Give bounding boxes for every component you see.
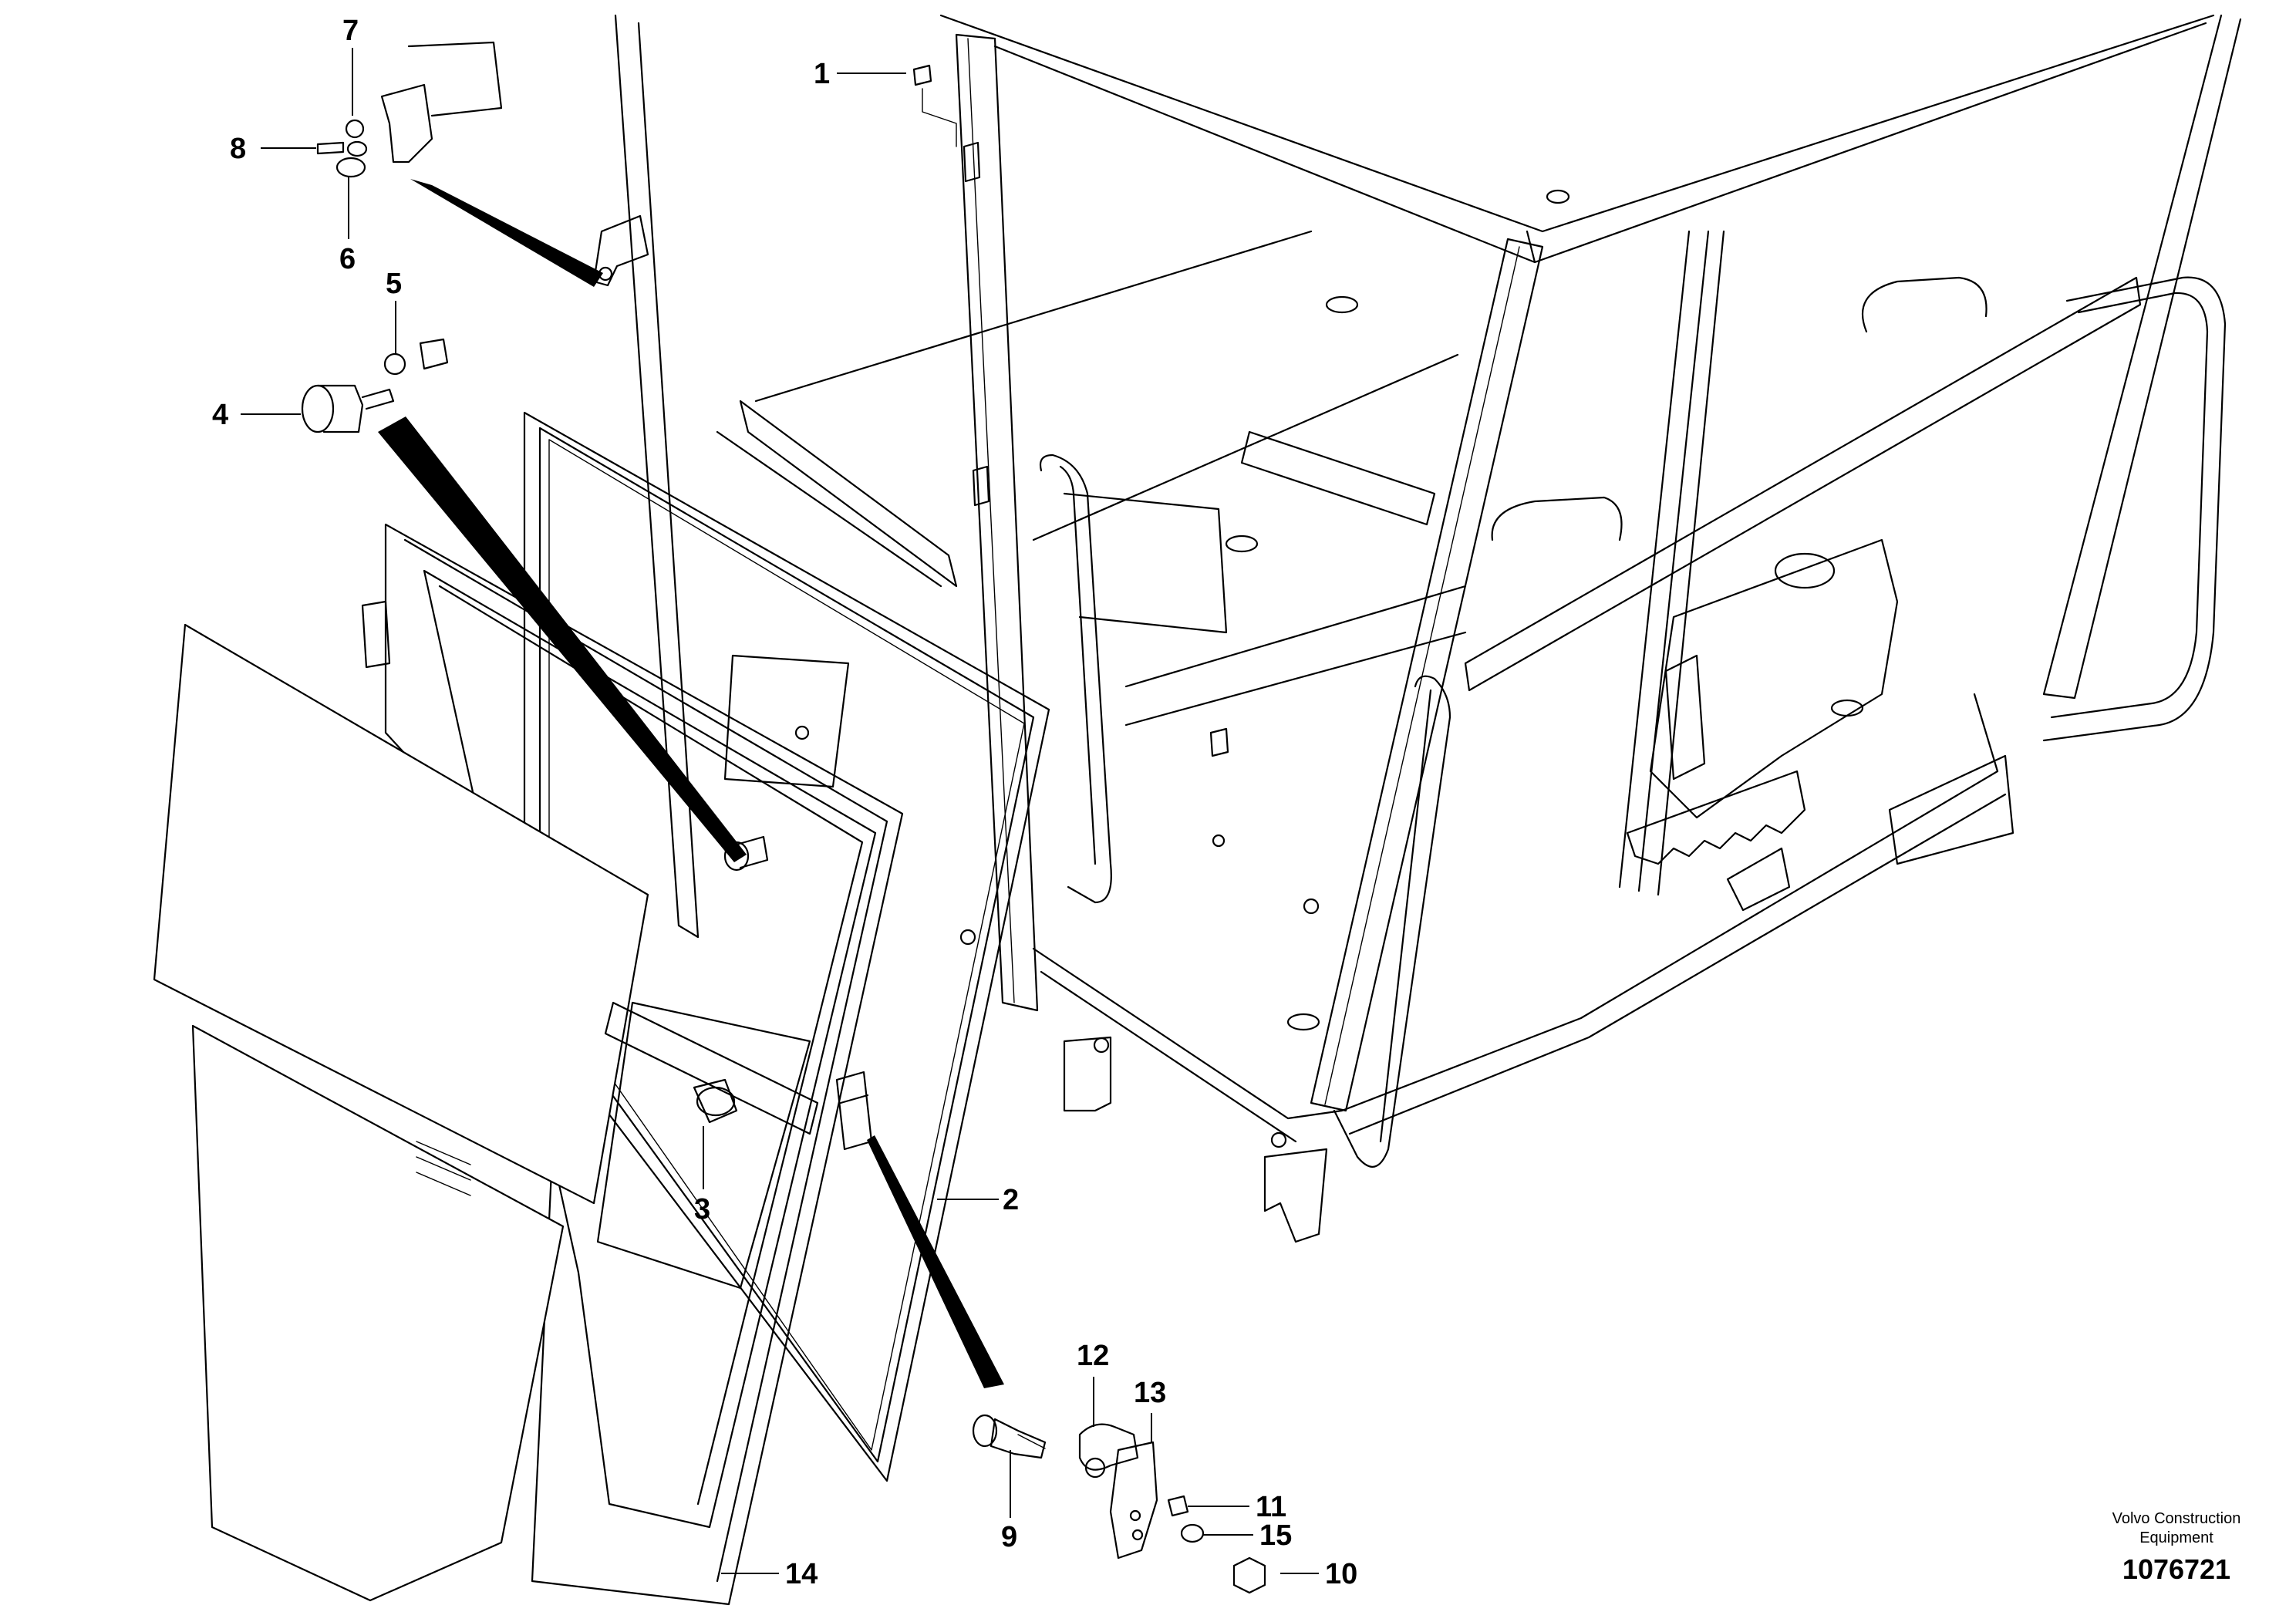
callout-14: 14 — [785, 1558, 818, 1590]
callout-4: 4 — [212, 399, 228, 431]
pointer-wedges — [378, 179, 1004, 1388]
brand-line-2: Equipment — [2139, 1529, 2213, 1546]
cab-frame — [592, 14, 2242, 1243]
callout-7: 7 — [342, 15, 359, 47]
door-assembly — [153, 411, 1050, 1606]
callout-15: 15 — [1259, 1519, 1292, 1552]
callout-leaders — [241, 48, 1319, 1574]
callout-3: 3 — [694, 1193, 710, 1226]
callout-2: 2 — [1003, 1184, 1019, 1216]
callout-10: 10 — [1325, 1558, 1357, 1590]
brand-block: Volvo Construction Equipment 1076721 — [2112, 1510, 2241, 1585]
document-number: 1076721 — [2122, 1553, 2230, 1585]
callout-12: 12 — [1077, 1340, 1109, 1372]
hardware-parts — [301, 41, 1266, 1594]
callout-13: 13 — [1134, 1377, 1166, 1409]
callout-8: 8 — [230, 133, 246, 165]
callout-11: 11 — [1256, 1491, 1286, 1523]
callout-6: 6 — [339, 243, 356, 275]
callout-1: 1 — [814, 58, 830, 90]
callout-numbers: 1 2 3 4 5 6 7 8 9 10 11 12 13 14 15 — [212, 15, 1357, 1590]
callout-9: 9 — [1001, 1521, 1017, 1553]
callout-5: 5 — [386, 268, 402, 300]
brand-line-1: Volvo Construction — [2112, 1510, 2241, 1527]
